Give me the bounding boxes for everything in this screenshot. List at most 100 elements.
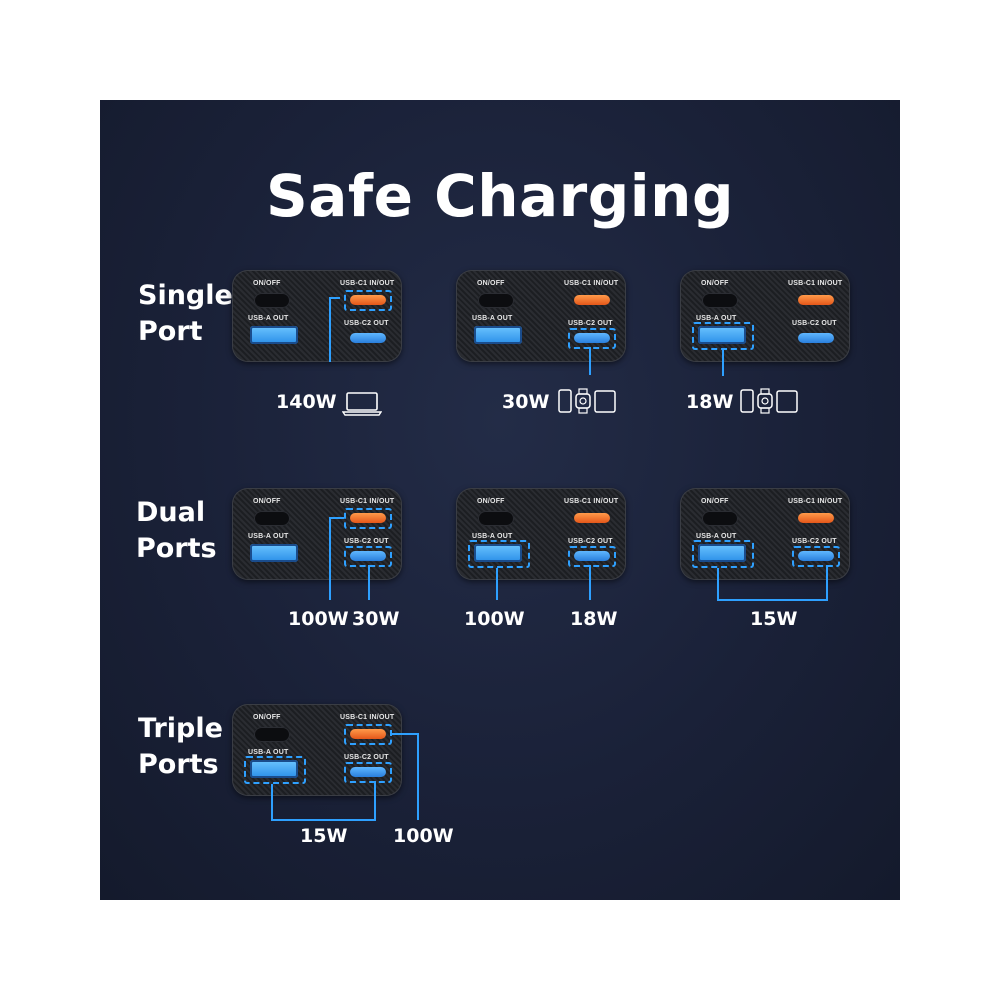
usb-c2-label: USB-C2 OUT	[568, 538, 613, 545]
power-bank: ON/OFF USB-A OUT USB-C1 IN/OUT USB-C2 OU…	[680, 488, 850, 580]
port-highlight	[692, 540, 754, 568]
usb-c1-port	[798, 513, 834, 523]
usb-a-port	[698, 544, 746, 562]
on-off-label: ON/OFF	[701, 498, 729, 505]
usb-c2-port	[350, 333, 386, 343]
power-bank: ON/OFF USB-A OUT USB-C1 IN/OUT USB-C2 OU…	[232, 270, 402, 362]
usb-a-port	[474, 544, 522, 562]
watt-label: 30W	[502, 391, 550, 413]
row-label-line: Ports	[138, 749, 219, 780]
port-highlight	[468, 540, 530, 568]
usb-c2-label: USB-C2 OUT	[344, 754, 389, 761]
connector-line	[329, 297, 340, 362]
power-switch	[478, 293, 514, 308]
usb-c1-label: USB-C1 IN/OUT	[788, 498, 843, 505]
usb-c1-port	[798, 295, 834, 305]
usb-c2-label: USB-C2 OUT	[792, 538, 837, 545]
usb-a-port	[474, 326, 522, 344]
power-switch	[254, 293, 290, 308]
tablet-icon	[594, 390, 616, 413]
power-bank: ON/OFF USB-A OUT USB-C1 IN/OUT USB-C2 OU…	[232, 488, 402, 580]
watt-label: 100W	[393, 825, 454, 847]
usb-a-label: USB-A OUT	[696, 533, 737, 540]
usb-c1-label: USB-C1 IN/OUT	[564, 280, 619, 287]
row-label-line: Ports	[136, 533, 217, 564]
watt-label: 18W	[570, 608, 618, 630]
port-highlight	[344, 290, 392, 311]
row-label-single: Single Port	[138, 278, 233, 350]
usb-c2-label: USB-C2 OUT	[344, 538, 389, 545]
usb-c1-label: USB-C1 IN/OUT	[340, 280, 395, 287]
on-off-label: ON/OFF	[477, 280, 505, 287]
watt-label: 18W	[686, 391, 734, 413]
usb-c2-port	[574, 551, 610, 561]
power-bank: ON/OFF USB-A OUT USB-C1 IN/OUT USB-C2 OU…	[456, 270, 626, 362]
page-title: Safe Charging	[266, 162, 734, 230]
usb-c1-port	[574, 513, 610, 523]
power-switch	[478, 511, 514, 526]
usb-c1-port	[350, 295, 386, 305]
on-off-label: ON/OFF	[701, 280, 729, 287]
laptop-icon	[341, 390, 383, 416]
watt-label: 140W	[276, 391, 337, 413]
connector-line	[722, 348, 724, 376]
phone-icon	[558, 389, 572, 413]
row-label-line: Single	[138, 280, 233, 311]
connector-line	[717, 565, 828, 601]
row-label-dual: Dual Ports	[136, 495, 217, 567]
usb-c2-port	[798, 551, 834, 561]
usb-a-port	[250, 326, 298, 344]
usb-c1-label: USB-C1 IN/OUT	[340, 498, 395, 505]
phone-icon	[740, 389, 754, 413]
power-switch	[254, 727, 290, 742]
row-label-line: Dual	[136, 497, 206, 528]
usb-a-label: USB-A OUT	[248, 315, 289, 322]
watt-label: 15W	[750, 608, 798, 630]
poster: Safe Charging Single Port Dual Ports Tri…	[100, 100, 900, 900]
port-highlight	[244, 756, 306, 784]
usb-a-label: USB-A OUT	[696, 315, 737, 322]
usb-c1-label: USB-C1 IN/OUT	[340, 714, 395, 721]
usb-c2-label: USB-C2 OUT	[344, 320, 389, 327]
watt-label: 15W	[300, 825, 348, 847]
port-highlight	[344, 762, 392, 783]
port-highlight	[792, 546, 840, 567]
row-label-line: Port	[138, 316, 203, 347]
connector-line	[329, 517, 370, 600]
usb-a-label: USB-A OUT	[248, 533, 289, 540]
connector-line	[589, 347, 591, 375]
port-highlight	[344, 508, 392, 529]
usb-a-port	[250, 544, 298, 562]
usb-c2-port	[574, 333, 610, 343]
on-off-label: ON/OFF	[253, 498, 281, 505]
on-off-label: ON/OFF	[253, 714, 281, 721]
watt-label: 30W	[352, 608, 400, 630]
row-label-line: Triple	[138, 713, 223, 744]
usb-a-port	[698, 326, 746, 344]
power-bank: ON/OFF USB-A OUT USB-C1 IN/OUT USB-C2 OU…	[680, 270, 850, 362]
usb-c2-port	[798, 333, 834, 343]
port-highlight	[568, 328, 616, 349]
device-icons	[558, 388, 618, 414]
watt-label: 100W	[464, 608, 525, 630]
on-off-label: ON/OFF	[253, 280, 281, 287]
usb-c1-label: USB-C1 IN/OUT	[788, 280, 843, 287]
usb-a-label: USB-A OUT	[472, 533, 513, 540]
connector-line	[271, 733, 419, 821]
power-bank: ON/OFF USB-A OUT USB-C1 IN/OUT USB-C2 OU…	[456, 488, 626, 580]
usb-c1-port	[574, 295, 610, 305]
usb-a-label: USB-A OUT	[472, 315, 513, 322]
usb-c1-port	[350, 729, 386, 739]
usb-a-port	[250, 760, 298, 778]
power-switch	[702, 293, 738, 308]
usb-c1-port	[350, 513, 386, 523]
power-switch	[254, 511, 290, 526]
tablet-icon	[776, 390, 798, 413]
power-switch	[702, 511, 738, 526]
row-label-triple: Triple Ports	[138, 711, 223, 783]
connector-line	[496, 565, 591, 600]
watch-icon	[575, 388, 591, 414]
port-highlight	[568, 546, 616, 567]
on-off-label: ON/OFF	[477, 498, 505, 505]
usb-c2-port	[350, 767, 386, 777]
